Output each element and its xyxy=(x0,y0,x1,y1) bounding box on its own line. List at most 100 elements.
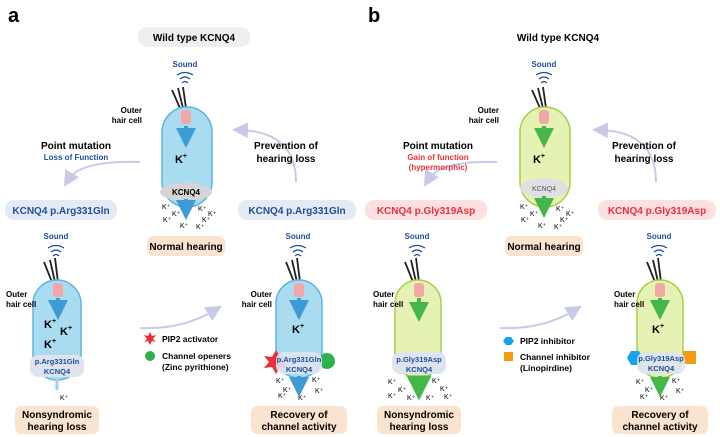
svg-text:K⁺: K⁺ xyxy=(315,388,324,395)
recovery-pill-b xyxy=(612,406,708,434)
mutant-channel xyxy=(276,352,322,374)
panel-b: b Wild type KCNQ4 Sound K+ KCNQ4 K⁺K⁺K⁺K… xyxy=(365,5,716,434)
svg-text:K⁺: K⁺ xyxy=(208,211,217,218)
point-mutation-label-a: Point mutation xyxy=(41,141,111,152)
stereocilia-icon xyxy=(404,257,420,283)
variant-label-a-left: KCNQ4 p.Arg331Gln xyxy=(12,206,109,217)
stereocilia-icon xyxy=(171,86,187,109)
svg-text:K⁺: K⁺ xyxy=(530,211,539,218)
svg-text:K⁺: K⁺ xyxy=(388,393,397,400)
outcome-pill-a xyxy=(15,406,99,434)
legend-2-a: Channel openers xyxy=(162,351,231,361)
channel-inhibitor-icon xyxy=(504,352,513,361)
svg-text:K⁺: K⁺ xyxy=(283,387,292,394)
channel-opener-icon xyxy=(145,351,155,361)
svg-text:K⁺: K⁺ xyxy=(426,395,435,402)
normal-hearing-pill-b xyxy=(505,236,583,256)
svg-text:K⁺: K⁺ xyxy=(556,206,565,213)
legend-2b-a: (Zinc pyrithione) xyxy=(162,362,229,372)
kcnq4-channel xyxy=(160,183,212,201)
svg-text:K⁺: K⁺ xyxy=(398,387,407,394)
cell-channel-top xyxy=(539,110,549,124)
point-mutation-label-b: Point mutation xyxy=(403,141,473,152)
treatment-arrow-b xyxy=(499,305,582,330)
mutation-arrow-b xyxy=(423,160,498,187)
cell-channel-top xyxy=(53,283,63,297)
normal-hearing-label-b: Normal hearing xyxy=(507,242,580,253)
svg-text:K⁺: K⁺ xyxy=(676,388,685,395)
k-ions-out: K⁺K⁺K⁺K⁺ K⁺K⁺K⁺K⁺ xyxy=(388,378,453,402)
variant-short-b: p.Gly319Asp xyxy=(396,355,442,364)
treatment-arrow-a xyxy=(139,305,222,330)
mutant-channel xyxy=(637,352,685,374)
kcnq4-label-a-rec: KCNQ4 xyxy=(286,365,313,374)
stereocilia-icon xyxy=(531,86,547,109)
sound-waves-icon xyxy=(176,71,194,84)
sound-label-b-top: Sound xyxy=(532,60,557,69)
stereocilia-icon xyxy=(285,257,301,283)
channel-inhibitor-icon xyxy=(683,351,696,364)
svg-text:K⁺: K⁺ xyxy=(198,206,207,213)
sound-waves-icon xyxy=(408,244,426,257)
svg-text:K⁺: K⁺ xyxy=(440,386,449,393)
mutation-arrow-a xyxy=(63,160,141,187)
legend-1-b: PIP2 inhibitor xyxy=(520,336,575,346)
svg-text:K⁺: K⁺ xyxy=(298,395,307,402)
kcnq4-label-b: KCNQ4 xyxy=(532,186,556,193)
pip2-inhibitor-icon xyxy=(503,337,514,345)
mutation-effect-b-1: Gain of function xyxy=(407,153,468,162)
svg-text:K⁺: K⁺ xyxy=(196,224,205,231)
panel-a-letter: a xyxy=(8,5,20,27)
svg-text:K⁺: K⁺ xyxy=(202,217,211,224)
mutation-effect-b-2: (hypermorphic) xyxy=(409,163,468,172)
k-ion-inside: K+ xyxy=(175,153,187,166)
wild-type-label-b: Wild type KCNQ4 xyxy=(517,33,600,44)
legend-2-b: Channel inhibitor xyxy=(520,352,591,362)
svg-text:K⁺: K⁺ xyxy=(407,395,416,402)
panel-a: a Wild type KCNQ4 Sound K+ KCNQ4 K⁺K⁺K⁺K… xyxy=(5,5,356,434)
sound-waves-icon xyxy=(650,244,668,257)
channel-opener-icon xyxy=(319,353,335,369)
k-ion-out: K⁺ xyxy=(60,395,69,402)
svg-text:K⁺: K⁺ xyxy=(566,211,575,218)
normal-hearing-label-a: Normal hearing xyxy=(149,242,222,253)
variant-short-b-rec: p.Gly319Asp xyxy=(638,354,684,363)
prevention-arrow-b xyxy=(592,122,657,183)
svg-text:K⁺: K⁺ xyxy=(636,379,645,386)
sound-waves-icon xyxy=(535,71,553,84)
svg-text:K⁺: K⁺ xyxy=(672,378,681,385)
outcome-pill-b xyxy=(377,406,461,434)
variant-label-a-right: KCNQ4 p.Arg331Gln xyxy=(248,206,345,217)
svg-text:K⁺: K⁺ xyxy=(172,211,181,218)
svg-text:K⁺: K⁺ xyxy=(444,394,453,401)
normal-hearing-pill-a xyxy=(147,236,225,256)
legend-1-a: PIP2 activator xyxy=(162,334,219,344)
svg-text:K⁺: K⁺ xyxy=(520,204,529,211)
variant-pill-a-right xyxy=(238,200,356,220)
svg-text:K⁺: K⁺ xyxy=(312,377,321,384)
hair-cell-recovery-b: Sound K+ p.Gly319Asp KCNQ4 K⁺K⁺K⁺K⁺ K⁺K⁺… xyxy=(614,232,696,402)
hair-cell-mutant-a: Sound K+ K+ K+ p.Arg331Gln KCNQ4 K⁺ Oute… xyxy=(6,232,84,402)
variant-label-b-left: KCNQ4 p.Gly319Asp xyxy=(377,206,475,217)
svg-text:K⁺: K⁺ xyxy=(163,217,172,224)
sound-label-a-left: Sound xyxy=(44,232,69,241)
cell-channel-top xyxy=(181,110,191,124)
svg-text:K⁺: K⁺ xyxy=(388,379,397,386)
panel-b-letter: b xyxy=(368,5,380,27)
sound-label-b-left: Sound xyxy=(405,232,430,241)
mutation-effect-a: Loss of Function xyxy=(44,153,109,162)
sound-label-b-right: Sound xyxy=(647,232,672,241)
variant-short-a-rec: p.Arg331Gln xyxy=(277,355,322,364)
